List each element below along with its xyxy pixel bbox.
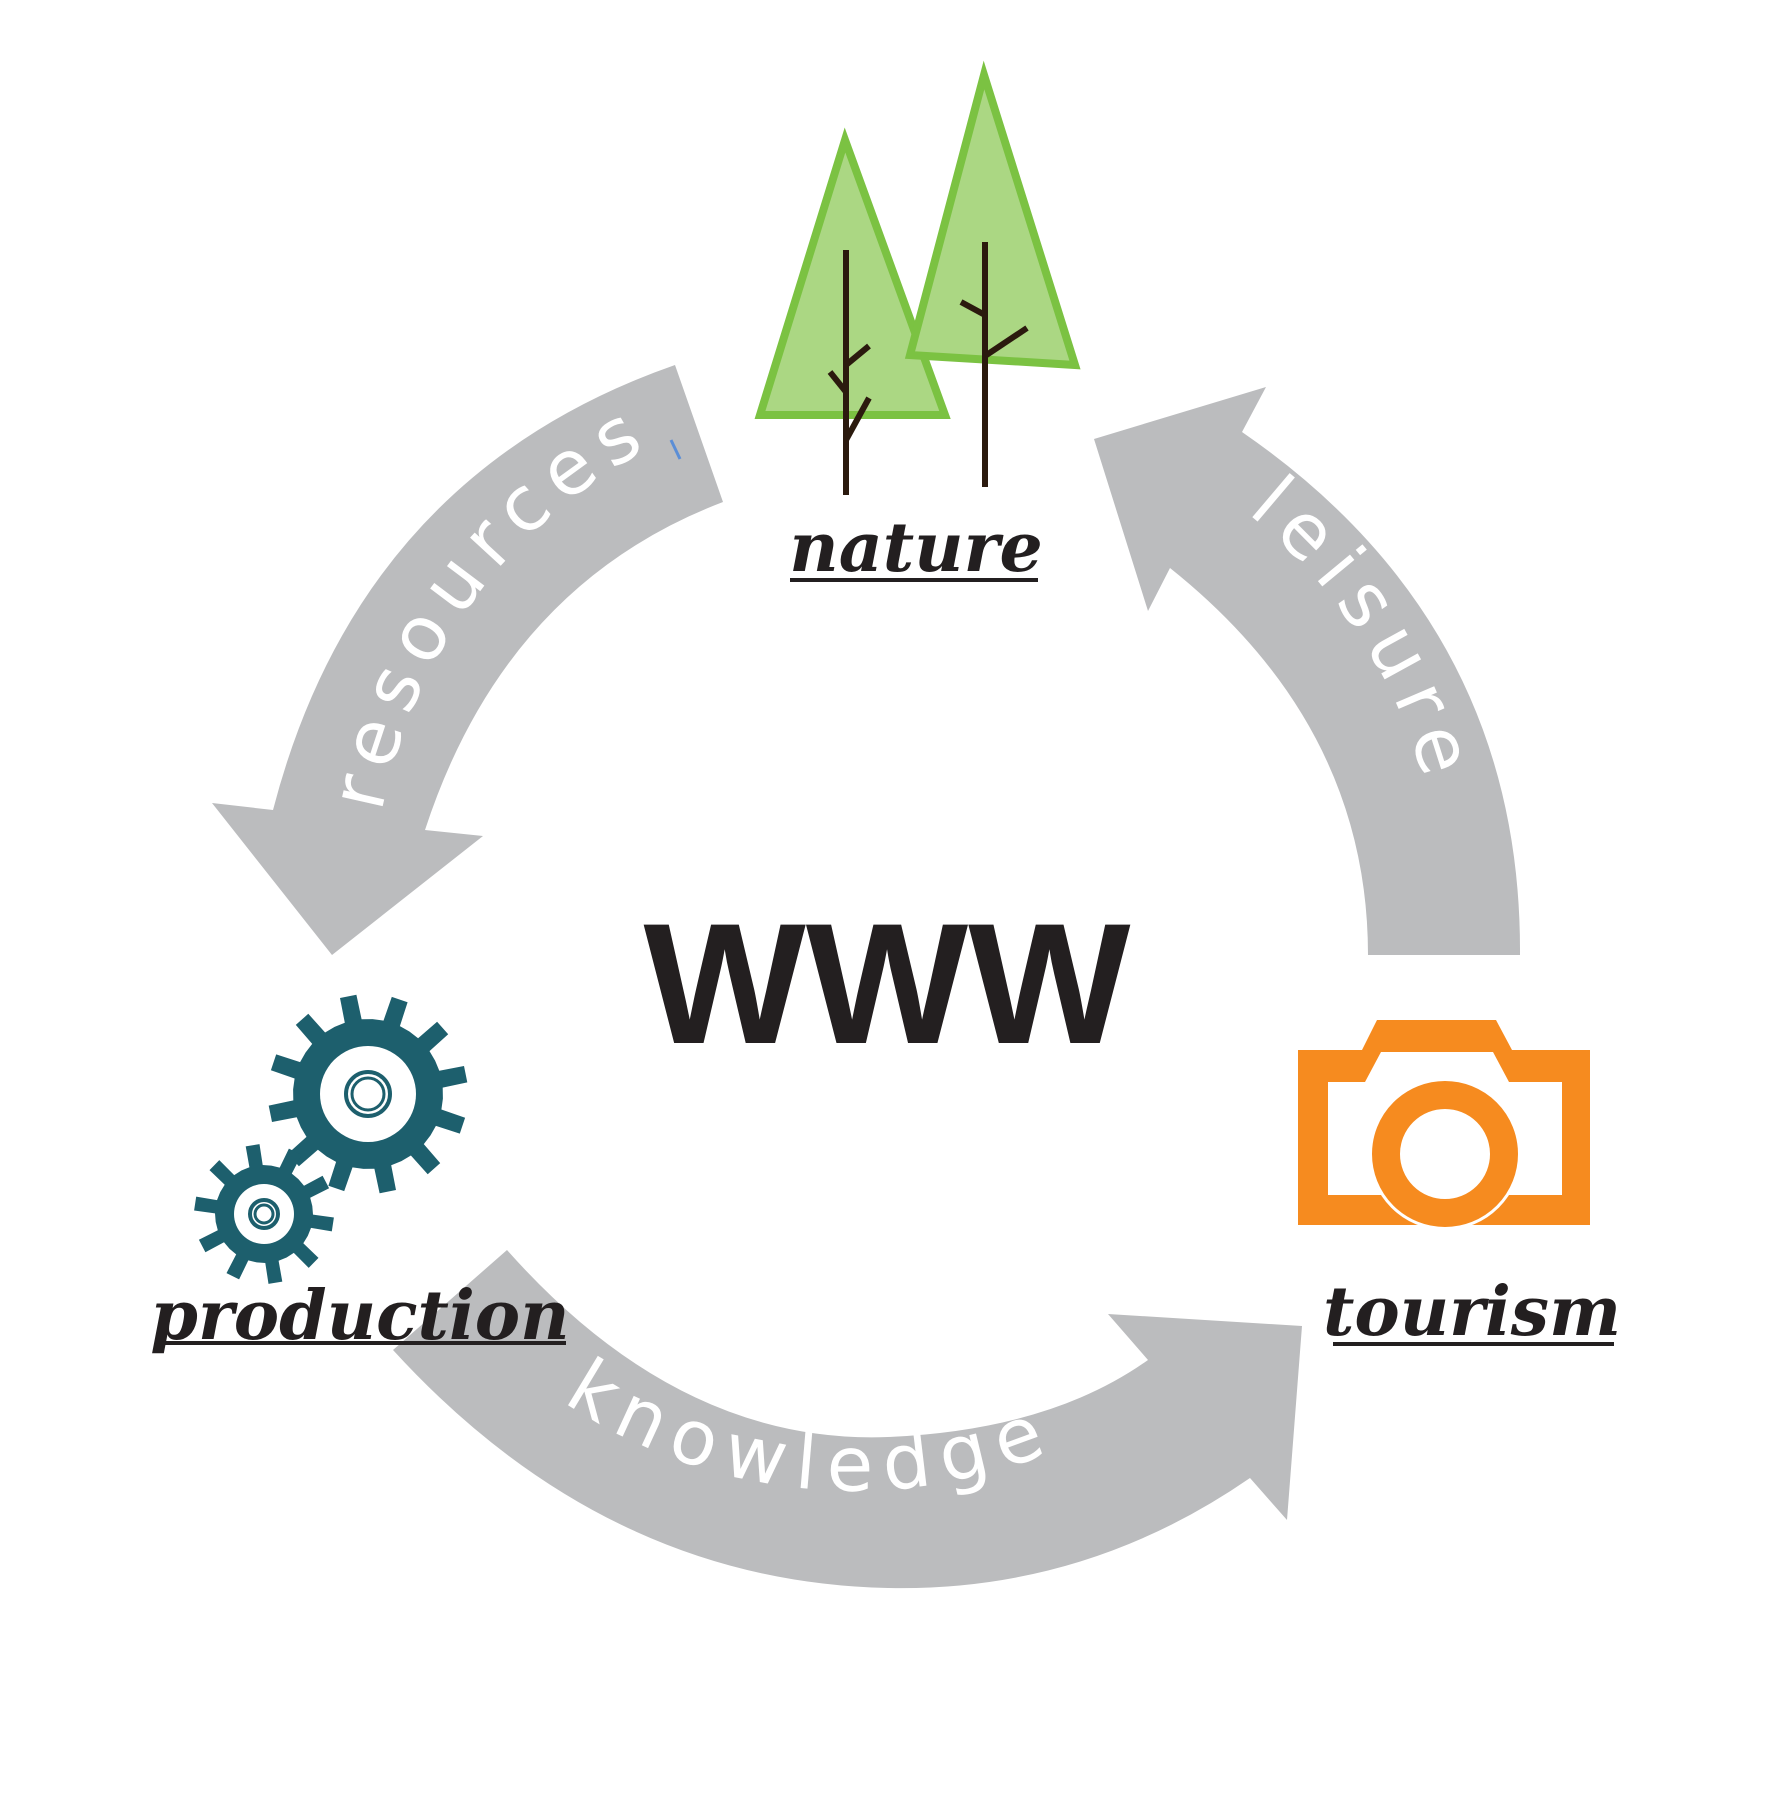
gear-large [268, 994, 468, 1194]
camera-lens-ring [1372, 1081, 1518, 1227]
gear-big-axle [344, 1070, 392, 1118]
gear-small-axle-center [253, 1203, 275, 1225]
camera-body [1298, 1020, 1590, 1225]
node-nature-label: nature [789, 508, 1042, 588]
tree-right-trunk [959, 242, 1029, 487]
node-tourism-label: tourism [1323, 1272, 1621, 1352]
arrow-knowledge-shape [393, 1250, 1302, 1589]
gear-small-axle [248, 1198, 280, 1230]
gear-small [194, 1144, 334, 1284]
gears-icon [194, 994, 468, 1284]
arrow-leisure: leisure [1094, 387, 1521, 955]
arrow-resources: resources [212, 365, 723, 955]
camera-icon [1298, 1020, 1590, 1230]
tree-right-crown [904, 60, 1081, 370]
arrow-leisure-shape [1094, 387, 1521, 955]
node-tourism: tourism [1323, 1272, 1621, 1352]
tree-left-trunk [827, 250, 872, 495]
stray-mark [669, 439, 682, 460]
tree-left-crown [754, 127, 951, 419]
gear-big-axle-center [350, 1076, 386, 1112]
trees-icon [754, 60, 1081, 495]
node-production: production [150, 1276, 569, 1356]
arrow-resources-shape [212, 365, 723, 955]
center-label: WWW [643, 888, 1131, 1080]
node-nature: nature [789, 508, 1042, 588]
